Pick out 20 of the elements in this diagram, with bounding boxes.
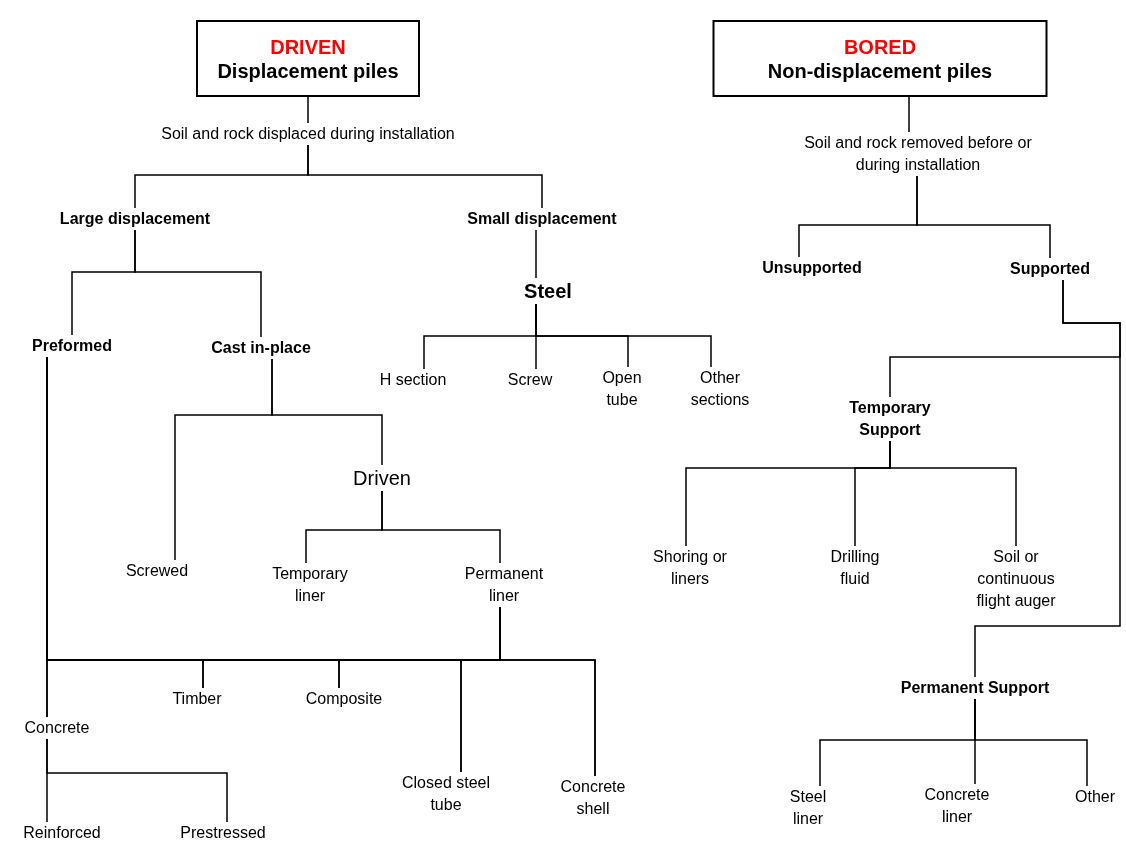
connector-line (46, 738, 228, 823)
category-box (712, 20, 1048, 97)
connector-line (889, 440, 1017, 547)
category-box (196, 20, 420, 97)
connector-line (908, 96, 910, 133)
connector-line (916, 175, 1051, 259)
connector-line (535, 229, 537, 279)
connector-line (307, 144, 543, 209)
connector-line (535, 303, 712, 368)
connector-line (381, 490, 501, 564)
category-heading: DRIVEN (270, 34, 346, 59)
connector-line (134, 229, 262, 338)
connector-line (499, 606, 596, 777)
category-heading: BORED (843, 34, 917, 59)
category-title: Displacement piles (217, 58, 399, 83)
connector-line (271, 358, 383, 466)
category-title: Non-displacement piles (767, 58, 993, 83)
connector-line (974, 698, 1088, 787)
connector-line (307, 96, 309, 124)
connector-line (974, 279, 1121, 678)
